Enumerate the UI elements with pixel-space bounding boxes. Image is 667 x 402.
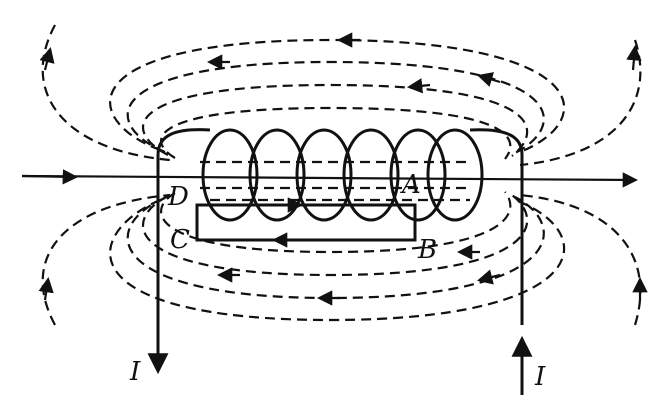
field-loop-upper-3 <box>142 83 529 157</box>
left-lead-wire <box>156 128 211 325</box>
field-loop-upper-1 <box>109 38 566 154</box>
coil-turn-6 <box>426 128 484 222</box>
arrow-right-top <box>626 44 642 71</box>
label-point-c: C <box>170 225 190 255</box>
outer-field-lines <box>41 24 642 326</box>
field-loop-lower-1 <box>109 198 566 322</box>
field-line-right-bottom-open <box>519 193 642 326</box>
arrow-upper-4 <box>477 72 501 87</box>
coil-turn-1 <box>201 128 259 222</box>
label-point-d: D <box>167 182 189 212</box>
field-loop-lower-4 <box>160 191 512 254</box>
field-loop-lower-3 <box>142 194 529 277</box>
upper-field-loops <box>109 38 566 160</box>
coil-turn-3 <box>295 128 353 222</box>
rectangular-loop-abcd <box>195 197 417 248</box>
label-current-right: I <box>534 362 546 392</box>
field-line-left-top-open <box>41 24 171 162</box>
label-current-left: I <box>129 357 141 387</box>
field-direction-arrows <box>38 32 648 306</box>
coil-turn-2 <box>248 128 306 222</box>
field-loop-lower-2 <box>126 196 545 300</box>
axis-field-line <box>21 172 639 188</box>
solenoid-coil <box>156 128 524 325</box>
field-loop-upper-2 <box>126 60 545 154</box>
coil-turn-5 <box>389 128 447 222</box>
axis-field-arrow-left <box>21 169 79 185</box>
field-line-left-bottom-open <box>41 193 171 326</box>
core-field-lines <box>200 160 470 202</box>
arrow-upper-3 <box>406 78 431 94</box>
label-point-a: A <box>400 170 421 200</box>
current-arrows <box>147 320 533 395</box>
field-loop-upper-4 <box>160 106 512 160</box>
arrow-left-top <box>39 47 55 71</box>
coil-turn-4 <box>342 128 400 222</box>
arrow-left-bottom <box>38 276 54 301</box>
arrow-lower-4 <box>477 269 501 285</box>
field-line-right-top-open <box>519 39 642 167</box>
label-point-b: B <box>417 235 437 265</box>
right-lead-wire <box>469 128 524 325</box>
